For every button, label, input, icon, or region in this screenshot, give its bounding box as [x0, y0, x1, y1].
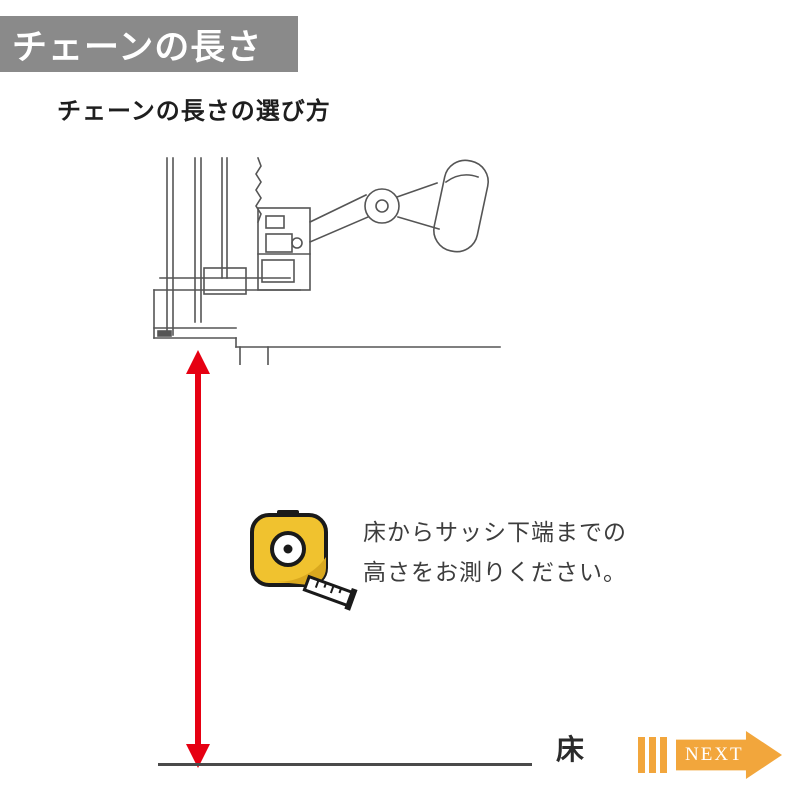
window-sash-technical-drawing [153, 156, 501, 365]
next-label: NEXT [685, 744, 744, 765]
next-bars-icon [638, 737, 671, 773]
floor-label: 床 [556, 734, 585, 765]
measure-arrow-icon [186, 350, 210, 768]
section-subtitle: チェーンの長さの選び方 [57, 98, 331, 125]
instruction-line-1: 床からサッシ下端までの [363, 519, 627, 545]
next-button[interactable]: NEXT [638, 731, 782, 779]
page-title-banner: チェーンの長さ [0, 16, 298, 72]
next-arrow-icon: NEXT [676, 731, 782, 779]
instruction-line-2: 高さをお測りください。 [363, 559, 627, 585]
page-title: チェーンの長さ [12, 27, 263, 67]
instruction-text: 床からサッシ下端までの 高さをお測りください。 [363, 512, 627, 592]
tape-measure-icon [250, 510, 358, 611]
floor-line [158, 763, 532, 766]
